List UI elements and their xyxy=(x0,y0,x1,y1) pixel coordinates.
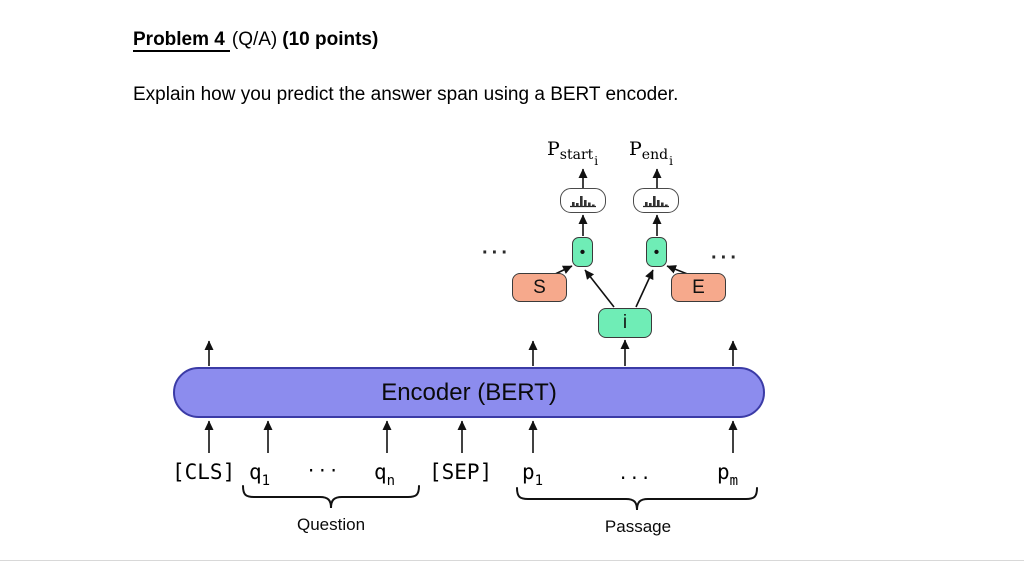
token-question-ellipsis: ··· xyxy=(306,461,340,481)
token-qn: qn xyxy=(374,460,396,489)
p-start-label: Pstarti xyxy=(547,138,599,168)
p-end-label: Pendi xyxy=(629,138,673,168)
problem-title-topic: (Q/A) xyxy=(231,29,278,50)
dot-product-icon: • xyxy=(653,243,660,261)
start-softmax-box xyxy=(560,188,606,213)
encoder-label: Encoder (BERT) xyxy=(381,378,557,406)
question-brace xyxy=(242,485,420,509)
start-dot-product-node: • xyxy=(572,237,593,267)
token-passage-ellipsis: ... xyxy=(618,464,652,484)
encoder-output-arrows xyxy=(204,339,738,366)
passage-label: Passage xyxy=(604,517,672,536)
encoder-bert-box: Encoder (BERT) xyxy=(173,367,765,418)
end-vector-box: E xyxy=(671,273,726,302)
dot-product-icon: • xyxy=(579,243,586,261)
question-label: Question xyxy=(296,515,366,534)
problem-prompt: Explain how you predict the answer span … xyxy=(133,84,679,105)
dot-to-softmax-arrows xyxy=(578,214,662,236)
problem-title-points: (10 points) xyxy=(282,29,379,50)
token-index-box: i xyxy=(598,308,652,338)
token-q1: q1 xyxy=(249,460,271,489)
start-vector-box: S xyxy=(512,273,567,302)
ellipsis-right: ··· xyxy=(711,247,740,269)
softmax-distribution-icon xyxy=(570,195,596,207)
softmax-output-arrows xyxy=(578,168,662,188)
end-dot-product-node: • xyxy=(646,237,667,267)
softmax-distribution-icon xyxy=(643,195,669,207)
dot-product-input-arrows xyxy=(550,265,691,308)
token-cls: [CLS] xyxy=(172,460,236,484)
token-p1: p1 xyxy=(522,460,544,489)
end-softmax-box xyxy=(633,188,679,213)
token-sep: [SEP] xyxy=(429,460,493,484)
token-pm: pm xyxy=(717,460,739,489)
passage-brace xyxy=(516,487,758,511)
problem-title-number: Problem 4 xyxy=(133,29,230,52)
encoder-input-arrows xyxy=(204,420,738,453)
problem-title: Problem 4(Q/A)(10 points) xyxy=(133,29,379,52)
ellipsis-left: ··· xyxy=(482,242,511,264)
